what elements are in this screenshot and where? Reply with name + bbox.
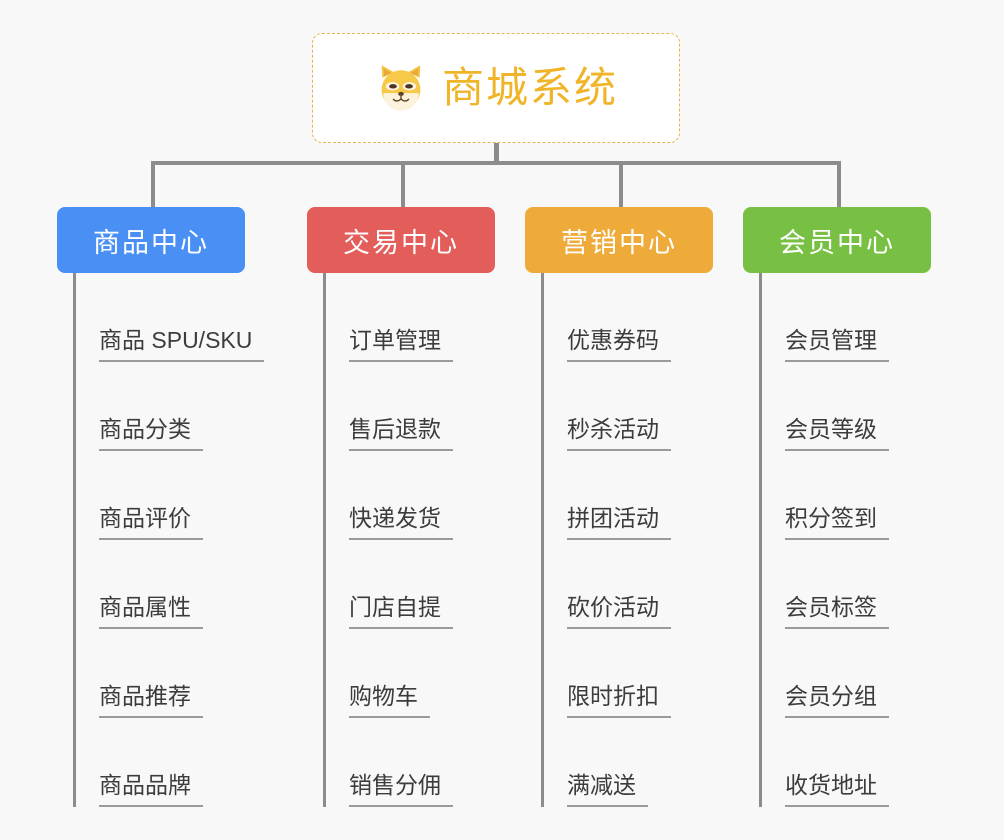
list-item[interactable]: 会员等级 xyxy=(759,362,969,451)
leaf-label: 会员等级 xyxy=(785,416,889,451)
branch-header-product[interactable]: 商品中心 xyxy=(57,207,245,273)
list-item[interactable]: 会员分组 xyxy=(759,629,969,718)
leaf-label: 砍价活动 xyxy=(567,594,671,629)
list-item[interactable]: 秒杀活动 xyxy=(541,362,751,451)
branch-header-label: 商品中心 xyxy=(93,227,209,258)
leaf-label: 门店自提 xyxy=(349,594,453,629)
leaf-label: 商品品牌 xyxy=(99,772,203,807)
list-item[interactable]: 商品推荐 xyxy=(73,629,283,718)
list-item[interactable]: 商品属性 xyxy=(73,540,283,629)
root-node[interactable]: 商城系统 xyxy=(312,33,680,143)
connector-drop-1 xyxy=(151,161,155,208)
leaf-label: 商品属性 xyxy=(99,594,203,629)
branch-header-trade[interactable]: 交易中心 xyxy=(307,207,495,273)
shiba-dog-icon xyxy=(381,65,421,111)
leaf-label: 优惠券码 xyxy=(567,327,671,362)
leaf-label: 限时折扣 xyxy=(567,683,671,718)
list-item[interactable]: 限时折扣 xyxy=(541,629,751,718)
list-item[interactable]: 售后退款 xyxy=(323,362,533,451)
leaf-label: 商品评价 xyxy=(99,505,203,540)
branch-header-label: 会员中心 xyxy=(779,227,895,258)
leaf-label: 销售分佣 xyxy=(349,772,453,807)
list-item[interactable]: 快递发货 xyxy=(323,451,533,540)
branch-header-member[interactable]: 会员中心 xyxy=(743,207,931,273)
list-item[interactable]: 砍价活动 xyxy=(541,540,751,629)
leaf-label: 快递发货 xyxy=(349,505,453,540)
branch-column-member: 会员中心 会员管理 会员等级 积分签到 会员标签 会员分组 收货地址 xyxy=(743,207,931,807)
list-item[interactable]: 商品 SPU/SKU xyxy=(73,273,283,362)
list-item[interactable]: 商品分类 xyxy=(73,362,283,451)
branch-spine xyxy=(323,273,326,807)
list-item[interactable]: 订单管理 xyxy=(323,273,533,362)
connector-drop-4 xyxy=(837,161,841,208)
connector-drop-3 xyxy=(619,161,623,208)
branch-header-marketing[interactable]: 营销中心 xyxy=(525,207,713,273)
leaf-list-marketing: 优惠券码 秒杀活动 拼团活动 砍价活动 限时折扣 满减送 xyxy=(541,273,751,807)
list-item[interactable]: 积分签到 xyxy=(759,451,969,540)
leaf-list-member: 会员管理 会员等级 积分签到 会员标签 会员分组 收货地址 xyxy=(759,273,969,807)
connector-drop-2 xyxy=(401,161,405,208)
branch-spine xyxy=(73,273,76,807)
branch-spine xyxy=(759,273,762,807)
root-title: 商城系统 xyxy=(441,64,618,111)
leaf-label: 购物车 xyxy=(349,683,430,718)
leaf-label: 拼团活动 xyxy=(567,505,671,540)
leaf-label: 收货地址 xyxy=(785,772,889,807)
list-item[interactable]: 门店自提 xyxy=(323,540,533,629)
leaf-list-trade: 订单管理 售后退款 快递发货 门店自提 购物车 销售分佣 xyxy=(323,273,533,807)
list-item[interactable]: 拼团活动 xyxy=(541,451,751,540)
branch-column-trade: 交易中心 订单管理 售后退款 快递发货 门店自提 购物车 销售分佣 xyxy=(307,207,495,807)
branch-header-label: 营销中心 xyxy=(561,227,677,258)
leaf-label: 商品分类 xyxy=(99,416,203,451)
leaf-label: 会员分组 xyxy=(785,683,889,718)
list-item[interactable]: 商品评价 xyxy=(73,451,283,540)
connector-root-stem xyxy=(494,143,499,165)
branch-header-label: 交易中心 xyxy=(343,227,459,258)
branch-spine xyxy=(541,273,544,807)
list-item[interactable]: 商品品牌 xyxy=(73,718,283,807)
list-item[interactable]: 购物车 xyxy=(323,629,533,718)
branch-column-product: 商品中心 商品 SPU/SKU 商品分类 商品评价 商品属性 商品推荐 商品品牌 xyxy=(57,207,265,807)
leaf-label: 售后退款 xyxy=(349,416,453,451)
connector-horizontal-bus xyxy=(151,161,841,165)
leaf-label: 商品推荐 xyxy=(99,683,203,718)
list-item[interactable]: 收货地址 xyxy=(759,718,969,807)
list-item[interactable]: 会员标签 xyxy=(759,540,969,629)
list-item[interactable]: 会员管理 xyxy=(759,273,969,362)
leaf-label: 订单管理 xyxy=(349,327,453,362)
leaf-label: 商品 SPU/SKU xyxy=(99,327,265,362)
list-item[interactable]: 销售分佣 xyxy=(323,718,533,807)
leaf-label: 积分签到 xyxy=(785,505,889,540)
list-item[interactable]: 满减送 xyxy=(541,718,751,807)
leaf-label: 会员标签 xyxy=(785,594,889,629)
list-item[interactable]: 优惠券码 xyxy=(541,273,751,362)
leaf-label: 秒杀活动 xyxy=(567,416,671,451)
leaf-list-product: 商品 SPU/SKU 商品分类 商品评价 商品属性 商品推荐 商品品牌 xyxy=(73,273,283,807)
leaf-label: 满减送 xyxy=(567,772,648,807)
leaf-label: 会员管理 xyxy=(785,327,889,362)
branch-column-marketing: 营销中心 优惠券码 秒杀活动 拼团活动 砍价活动 限时折扣 满减送 xyxy=(525,207,713,807)
